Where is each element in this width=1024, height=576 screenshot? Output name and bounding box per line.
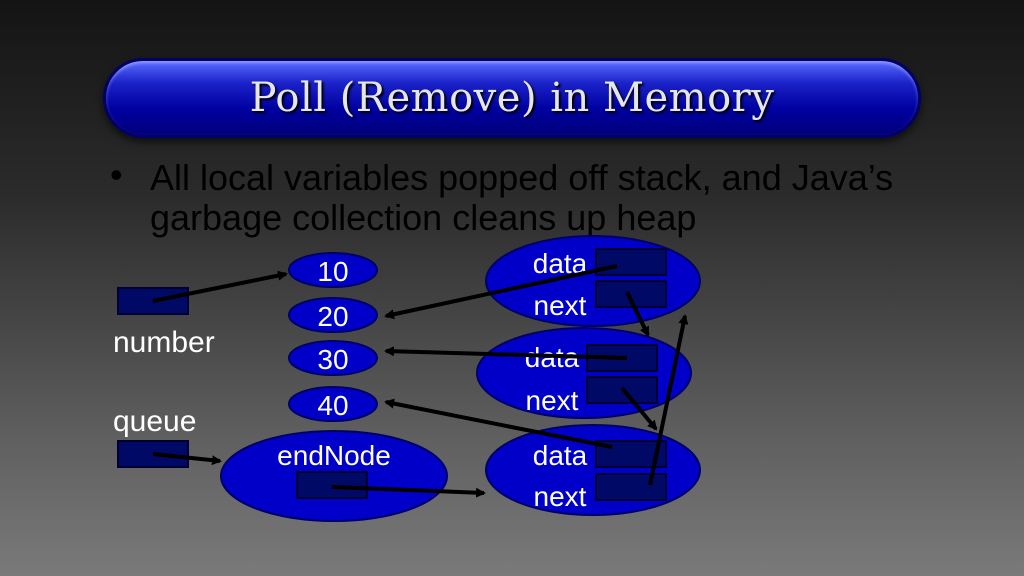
bullet-text: All local variables popped off stack, an… — [150, 157, 894, 238]
node-3-data-label: data — [533, 440, 588, 471]
node-3-next-slot — [595, 473, 667, 501]
end-node-slot — [296, 471, 368, 499]
title-bar: Poll (Remove) in Memory — [103, 58, 921, 138]
number-variable-label: number — [113, 326, 215, 359]
list-node-1: data next — [485, 235, 701, 327]
value-10-label: 10 — [317, 256, 348, 287]
value-node-40: 40 — [288, 386, 378, 422]
arrow-node3-data-to-40 — [384, 398, 613, 449]
node-2-next-label: next — [526, 385, 579, 416]
arrow-node2-data-to-30 — [384, 346, 628, 360]
value-node-20: 20 — [288, 297, 378, 333]
value-30-label: 30 — [317, 344, 348, 375]
number-variable-slot — [117, 287, 189, 315]
node-1-data-slot — [595, 248, 667, 276]
arrow-node2-next-to-node3 — [620, 386, 658, 431]
value-node-10: 10 — [288, 252, 378, 288]
list-node-3: data next — [485, 424, 701, 516]
queue-variable-label: queue — [113, 405, 197, 438]
slide-title: Poll (Remove) in Memory — [249, 75, 775, 121]
arrow-number-to-10 — [152, 270, 288, 303]
arrow-endnode-to-node3 — [331, 485, 486, 498]
end-node-label: endNode — [277, 440, 391, 471]
pointer-arrows — [152, 264, 689, 498]
arrow-node1-data-to-20 — [384, 264, 618, 320]
end-node: endNode — [220, 430, 448, 522]
value-node-30: 30 — [288, 340, 378, 376]
value-40-label: 40 — [317, 390, 348, 421]
arrow-node1-next-to-node2 — [625, 291, 650, 337]
arrow-node3-next-to-node1 — [648, 314, 689, 486]
bullet-marker: • — [110, 154, 123, 195]
list-node-2: data next — [476, 327, 692, 419]
node-1-next-label: next — [534, 290, 587, 321]
value-20-label: 20 — [317, 301, 348, 332]
arrow-queue-to-endnode — [152, 452, 222, 466]
node-3-next-label: next — [534, 481, 587, 512]
